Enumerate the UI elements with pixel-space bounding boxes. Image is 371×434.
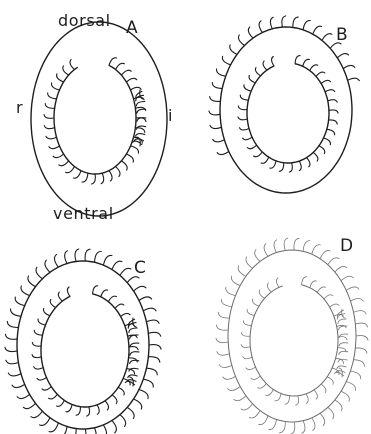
panel-c-inner-spiral [32, 286, 138, 416]
panel-d-inner-end [334, 309, 348, 377]
panel-d-inner-spiral [241, 277, 347, 405]
label-i: i [168, 106, 173, 125]
panel-d-letter: D [340, 236, 353, 256]
panel-a-letter: A [126, 18, 138, 38]
spiral-drawings [5, 16, 368, 434]
panel-c-inner-end [125, 318, 139, 386]
panel-a-inner-spiral [44, 58, 146, 184]
panel-c-inner-spiral-line [41, 294, 129, 407]
label-r: r [16, 98, 23, 117]
label-dorsal: dorsal [58, 11, 111, 30]
panel-d-outer-spiral [216, 238, 368, 434]
panel-c-letter: C [134, 258, 146, 278]
panel-b-inner-spiral-line [247, 64, 329, 163]
panel-b-inner-spiral [238, 56, 338, 173]
panel-d-inner-spiral-line [250, 285, 338, 396]
panel-a-inner-spiral-line [54, 65, 136, 174]
label-ventral: ventral [53, 204, 114, 223]
panel-b-letter: B [336, 25, 348, 45]
panel-a-outer-ring [31, 22, 167, 216]
